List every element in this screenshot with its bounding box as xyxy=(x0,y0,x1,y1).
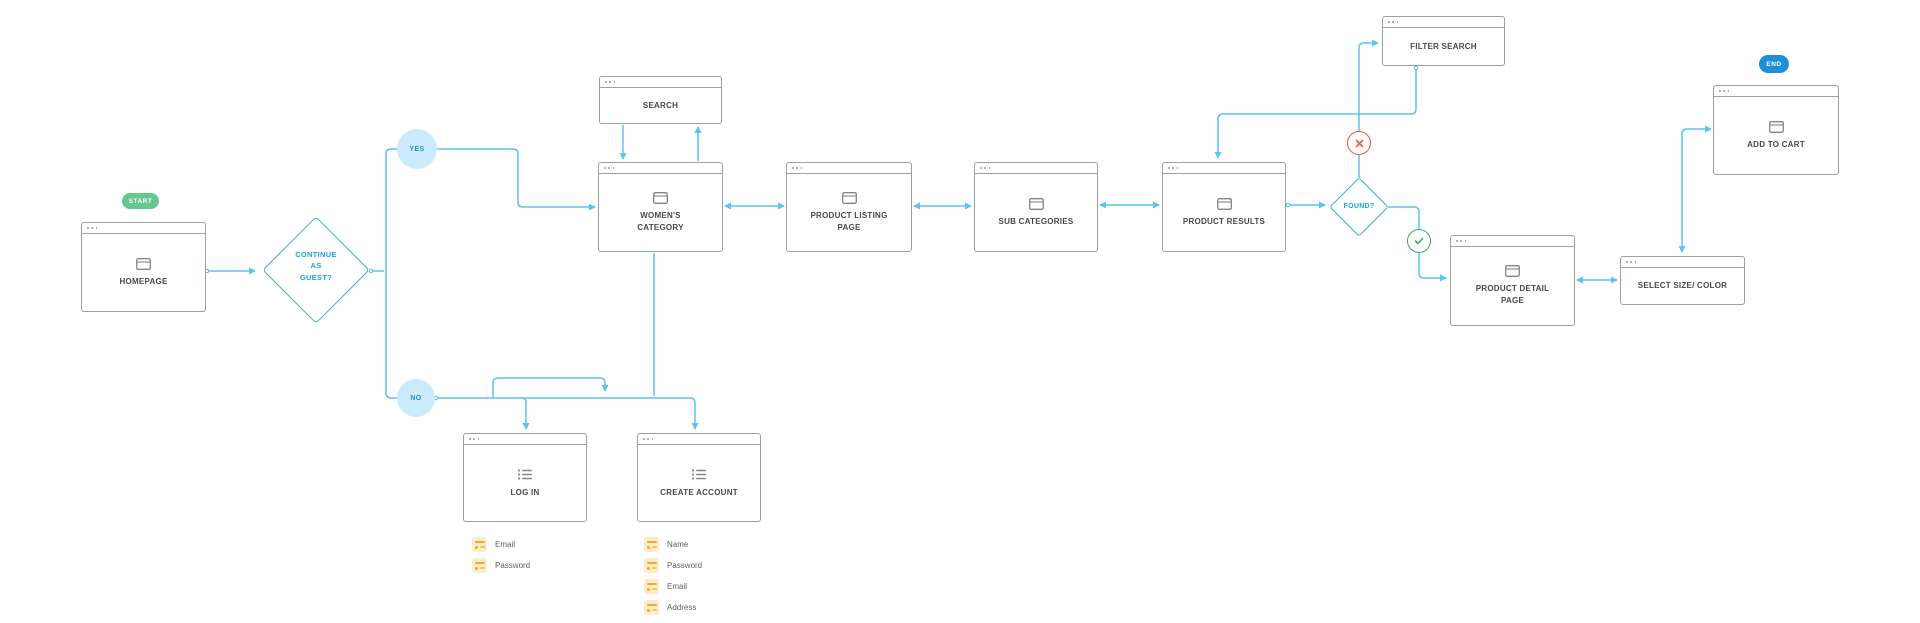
window-titlebar xyxy=(599,163,722,174)
browser-icon xyxy=(136,257,151,270)
screen-add-to-cart[interactable]: ADD TO CART xyxy=(1713,85,1839,175)
field-label: Name xyxy=(667,540,689,549)
screen-homepage[interactable]: HOMEPAGE xyxy=(81,222,206,312)
list-icon xyxy=(517,468,532,480)
list-icon xyxy=(691,468,706,480)
screen-label: ADD TO CART xyxy=(1747,139,1805,149)
form-field-icon xyxy=(472,558,487,573)
connector-no-jog xyxy=(492,377,609,397)
field-label: Password xyxy=(495,561,531,570)
browser-icon xyxy=(1768,120,1784,133)
screen-sub-categories[interactable]: SUB CATEGORIES xyxy=(974,162,1098,252)
not-found-x-icon xyxy=(1347,131,1371,155)
form-field-icon xyxy=(644,579,659,594)
field-row: Password xyxy=(472,558,530,573)
window-titlebar xyxy=(975,163,1097,174)
branch-yes-bubble: YES xyxy=(397,129,437,169)
window-titlebar xyxy=(600,77,721,88)
window-titlebar xyxy=(82,223,205,234)
field-row: Name xyxy=(644,537,702,552)
screen-label: HOMEPAGE xyxy=(119,276,168,286)
screen-product-detail-page[interactable]: PRODUCT DETAIL PAGE xyxy=(1450,235,1575,326)
end-badge: END xyxy=(1759,55,1789,73)
screen-label: SUB CATEGORIES xyxy=(998,216,1074,226)
window-titlebar xyxy=(787,163,911,174)
window-titlebar xyxy=(638,434,760,445)
form-field-icon xyxy=(472,537,487,552)
browser-icon xyxy=(1216,197,1232,210)
decision-continue-as-guest-label: CONTINUE AS GUEST? xyxy=(295,250,337,282)
field-label: Email xyxy=(495,540,516,549)
window-titlebar xyxy=(1383,17,1504,28)
field-label: Address xyxy=(667,603,697,612)
screen-label: CREATE ACCOUNT xyxy=(660,487,738,497)
screen-label: LOG IN xyxy=(510,487,540,497)
connector-yes-no-spine xyxy=(385,148,397,399)
screen-label: WOMEN'S CATEGORY xyxy=(637,210,684,232)
screen-label: SEARCH xyxy=(642,100,679,110)
window-titlebar xyxy=(1714,86,1838,97)
form-field-icon xyxy=(644,537,659,552)
screen-label: SELECT SIZE/ COLOR xyxy=(1637,281,1728,290)
connector-found-no-to-filter-search xyxy=(1358,39,1379,178)
field-label: Email xyxy=(667,582,688,591)
screen-label: FILTER SEARCH xyxy=(1410,41,1477,51)
connector-select-size-to-add-to-cart xyxy=(1678,125,1712,253)
screen-product-results[interactable]: PRODUCT RESULTS xyxy=(1162,162,1286,252)
field-row: Address xyxy=(644,600,702,615)
browser-icon xyxy=(841,191,857,204)
screen-label: PRODUCT RESULTS xyxy=(1182,216,1266,226)
field-row: Password xyxy=(644,558,702,573)
screen-product-listing-page[interactable]: PRODUCT LISTING PAGE xyxy=(786,162,912,252)
field-row: Email xyxy=(472,537,530,552)
screen-label: PRODUCT DETAIL PAGE xyxy=(1475,284,1550,305)
screen-search[interactable]: SEARCH xyxy=(599,76,722,124)
window-titlebar xyxy=(1621,257,1744,268)
browser-icon xyxy=(1028,197,1044,210)
connector-no-to-log-in xyxy=(520,397,530,430)
form-field-icon xyxy=(644,600,659,615)
window-titlebar xyxy=(1451,236,1574,247)
field-row: Email xyxy=(644,579,702,594)
decision-found-label: FOUND? xyxy=(1343,203,1375,210)
screen-select-size-color[interactable]: SELECT SIZE/ COLOR xyxy=(1620,256,1745,305)
branch-no-label: NO xyxy=(410,394,422,402)
field-label: Password xyxy=(667,561,703,570)
connector-yes-to-womens-category xyxy=(437,148,596,211)
start-badge-label: START xyxy=(128,197,153,205)
window-titlebar xyxy=(464,434,586,445)
screen-filter-search[interactable]: FILTER SEARCH xyxy=(1382,16,1505,66)
branch-yes-label: YES xyxy=(409,145,425,153)
found-check-icon xyxy=(1407,229,1431,253)
create-account-field-list: Name Password Email Address xyxy=(644,537,702,615)
start-badge: START xyxy=(122,193,159,209)
screen-womens-category[interactable]: WOMEN'S CATEGORY xyxy=(598,162,723,252)
browser-icon xyxy=(1505,265,1520,277)
form-field-icon xyxy=(644,558,659,573)
end-badge-label: END xyxy=(1766,60,1782,68)
connector-no-to-create-account xyxy=(433,395,699,430)
screen-log-in[interactable]: LOG IN xyxy=(463,433,587,522)
screen-create-account[interactable]: CREATE ACCOUNT xyxy=(637,433,761,522)
log-in-field-list: Email Password xyxy=(472,537,530,573)
screen-label: PRODUCT LISTING PAGE xyxy=(810,210,888,232)
branch-no-bubble: NO xyxy=(397,379,435,417)
connector-filter-search-to-product-results xyxy=(1214,65,1419,159)
browser-icon xyxy=(653,191,668,204)
window-titlebar xyxy=(1163,163,1285,174)
